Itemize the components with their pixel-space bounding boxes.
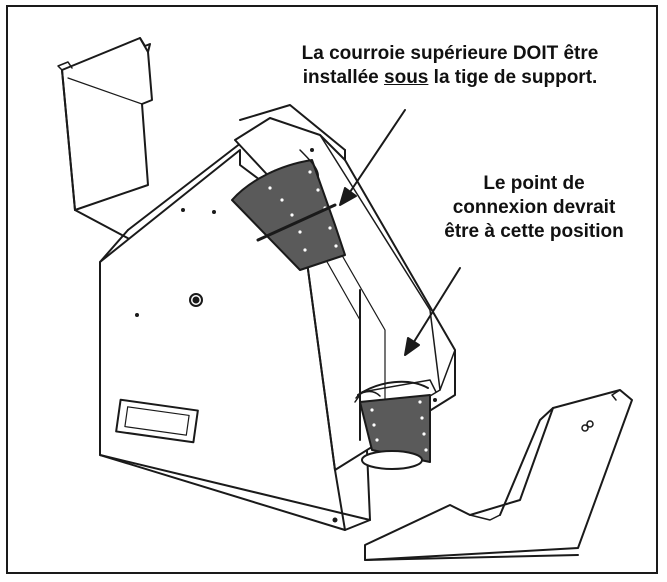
support-rod	[256, 203, 337, 242]
callout-arrow-belt	[339, 109, 406, 206]
callout-connection-line-1: Le point de	[483, 173, 585, 194]
callout-belt-line-2-end: la tige de support.	[428, 67, 598, 88]
callout-connection-line-3: être à cette position	[444, 221, 624, 242]
callout-belt-under-rod: La courroie supérieure DOIT être install…	[240, 42, 660, 90]
callout-belt-line-1: La courroie supérieure DOIT être	[301, 43, 599, 64]
callout-belt-emphasis: sous	[384, 67, 429, 88]
lower-belt	[354, 379, 437, 470]
callout-connection-point: Le point de connexion devrait être à cet…	[414, 172, 654, 244]
callout-belt-line-2: installée sous la tige de support.	[240, 66, 660, 90]
callout-belt-line-2-start: installée	[302, 67, 385, 88]
upper-belt	[231, 149, 346, 271]
front-lid	[364, 389, 633, 561]
callout-connection-line-2: connexion devrait	[452, 197, 616, 218]
back-lid	[57, 37, 153, 251]
callout-arrow-connection	[404, 267, 461, 356]
